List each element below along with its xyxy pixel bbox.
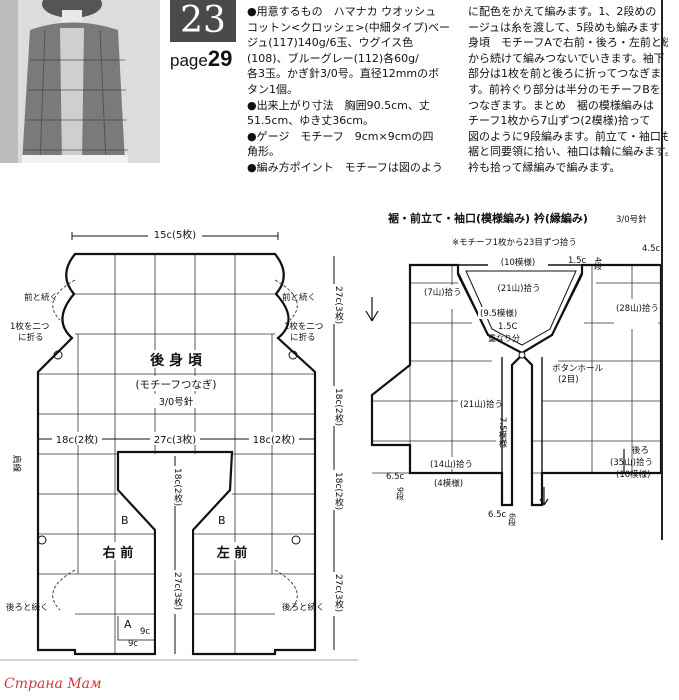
page-reference: page29 bbox=[170, 46, 232, 72]
pattern-number: 23 bbox=[170, 0, 236, 42]
height-18-upper: 18c(2枚) bbox=[333, 388, 344, 426]
instructions-line: に配色をかえて編みます。1、2段めの bbox=[468, 5, 657, 18]
overlap-label: 重なり分 bbox=[488, 333, 520, 343]
collar-9-5-patterns: (9.5模様) bbox=[480, 308, 517, 319]
page-number: 29 bbox=[207, 46, 233, 71]
motif-b-left: B bbox=[121, 514, 129, 527]
motif-b-right: B bbox=[218, 514, 226, 527]
materials-line: 51.5cm、ゆき丈36cm。 bbox=[247, 114, 375, 128]
height-27-bottom: 27c(3枚) bbox=[333, 574, 344, 612]
instructions-line: チーフ1枚から7山ずつ(2模様)拾って bbox=[468, 114, 651, 128]
instructions-line: ージュは糸を渡して、5段めも編みます bbox=[468, 20, 661, 34]
dim-9-vertical: 9c bbox=[140, 627, 150, 637]
instructions-line: から続けて編みつないでいきます。袖下 bbox=[468, 51, 665, 65]
neck-pickup-7: (7山)拾う bbox=[424, 287, 462, 298]
fold-left-2: に折る bbox=[18, 332, 44, 343]
shoulder-label: 肩線 bbox=[11, 455, 22, 473]
continue-front-left: 前と続く bbox=[24, 292, 58, 303]
instructions-line: す。前衿ぐり部分は半分のモチーフBを bbox=[468, 82, 661, 96]
dim-9-horizontal: 9c bbox=[128, 639, 138, 649]
continue-front-right: 前と続く bbox=[282, 292, 316, 303]
border-schematic: 裾・前立て・袖口(模様編み) 衿(縁編み) 3/0号針 ※モチーフ1枚から23目… bbox=[365, 211, 661, 527]
left-front-label: 左 前 bbox=[217, 545, 248, 561]
border-grid bbox=[372, 265, 661, 474]
motif-a-label: A bbox=[124, 618, 132, 631]
fold-right-2: に折る bbox=[290, 332, 316, 343]
body-schematic: 15c(5枚) 前と続く 前と続く 1枚を二つ に折る 1枚を二つ に折る 後ろ… bbox=[0, 227, 358, 661]
fold-left-1: 1枚を二つ bbox=[10, 321, 49, 332]
back-pickup-35: (35山)拾う bbox=[610, 457, 653, 468]
width-18-left: 18c(2枚) bbox=[56, 433, 98, 446]
motif-join-label: (モチーフつなぎ) bbox=[135, 378, 216, 391]
collar-depth: 1.5c bbox=[568, 256, 587, 266]
height-18-lower: 18c(2枚) bbox=[333, 472, 344, 510]
materials-line: タン1個。 bbox=[247, 82, 298, 96]
watermark: Страна Мам bbox=[4, 676, 102, 692]
hem-4-patterns: (4模様) bbox=[434, 478, 463, 489]
overlap-width: 1.5C bbox=[498, 322, 518, 332]
collar-pickup-21: (21山)拾う bbox=[498, 283, 541, 294]
page-label: page bbox=[170, 51, 208, 70]
continue-back-right: 後ろと続く bbox=[282, 602, 325, 613]
back-10-patterns: (10模様) bbox=[616, 469, 650, 480]
side-width: 4.5c bbox=[642, 244, 661, 254]
buttonhole-count: (2目) bbox=[558, 375, 579, 385]
materials-line: ジュ(117)140g/6玉、ウグイス色 bbox=[247, 36, 414, 50]
hook-label-right: 3/0号針 bbox=[616, 214, 647, 225]
materials-line: 角形。 bbox=[247, 145, 280, 159]
instructions-line: つなぎます。まとめ 裾の模様編みは bbox=[468, 98, 654, 112]
instructions-line: 部分は1枚を前と後ろに折ってつなぎま bbox=[468, 67, 662, 81]
collar-rows: 4段 bbox=[594, 257, 603, 271]
instructions-line: 図のように9段編みます。前立て・袖口も bbox=[468, 129, 668, 143]
front-band-depth: 6.5c bbox=[488, 510, 507, 520]
hem-rows: 9段 bbox=[396, 487, 405, 501]
width-18-right: 18c(2枚) bbox=[253, 433, 295, 446]
instructions-text: に配色をかえて編みます。1、2段めの ージュは糸を渡して、5段めも編みます 身頃… bbox=[468, 4, 668, 176]
body-outline bbox=[36, 252, 317, 656]
buttonhole-label: ボタンホール bbox=[552, 364, 604, 374]
sleeve-pickup-28: (28山)拾う bbox=[616, 303, 659, 314]
hem-depth-left: 6.5c bbox=[386, 472, 405, 482]
height-27-top: 27c(3枚) bbox=[333, 286, 344, 324]
top-width-label: 15c(5枚) bbox=[154, 228, 196, 241]
instructions-line: 裾と同要領に拾い、袖口は輪に編みます。 bbox=[468, 145, 668, 159]
model-photo-image bbox=[0, 0, 160, 163]
collar-10-patterns: (10模様) bbox=[501, 257, 535, 268]
instructions-line: 身頃 モチーフAで右前・後ろ・左前と続 bbox=[468, 36, 668, 50]
materials-line: コットン<クロッシェ>(中細タイプ)ベー bbox=[247, 20, 451, 34]
front-band-rows: 6段 bbox=[508, 513, 517, 527]
right-front-label: 右 前 bbox=[102, 545, 134, 561]
hook-label-left: 3/0号針 bbox=[159, 396, 194, 408]
front-height-27: 27c(3枚) bbox=[172, 572, 183, 610]
fold-right-1: 1枚を二つ bbox=[284, 321, 323, 332]
back-body-label: 後 身 頃 bbox=[150, 352, 203, 369]
width-27-center: 27c(3枚) bbox=[154, 433, 196, 446]
border-title: 裾・前立て・袖口(模様編み) 衿(縁編み) bbox=[388, 211, 588, 225]
hem-pickup-14: (14山)拾う bbox=[430, 459, 473, 470]
front-pickup-21: (21山)拾う bbox=[460, 399, 503, 410]
back-label: 後ろ bbox=[632, 445, 649, 456]
model-photo bbox=[0, 0, 160, 163]
materials-line: ●用意するもの ハマナカ ウオッシュ bbox=[247, 5, 437, 18]
materials-text: ●用意するもの ハマナカ ウオッシュ コットン<クロッシェ>(中細タイプ)ベー … bbox=[247, 4, 457, 176]
materials-line: ●編み方ポイント モチーフは図のよう bbox=[247, 160, 443, 174]
instructions-line: 衿も拾って縁編みで編みます。 bbox=[468, 160, 621, 174]
materials-line: 各3玉。かぎ針3/0号。直径12mmのボ bbox=[247, 67, 440, 81]
materials-line: ●ゲージ モチーフ 9cm×9cmの四 bbox=[247, 129, 434, 143]
materials-line: ●出来上がり寸法 胸囲90.5cm、丈 bbox=[247, 98, 430, 112]
front-height-18: 18c(2枚) bbox=[172, 468, 183, 506]
front-7-5-patterns: 7.5模様 bbox=[497, 417, 507, 448]
page-edge-line bbox=[661, 0, 663, 540]
materials-line: (108)、ブルーグレー(112)各60g/ bbox=[247, 51, 419, 65]
pickup-note: ※モチーフ1枚から23目ずつ拾う bbox=[452, 237, 577, 248]
continue-back-left: 後ろと続く bbox=[6, 602, 49, 613]
